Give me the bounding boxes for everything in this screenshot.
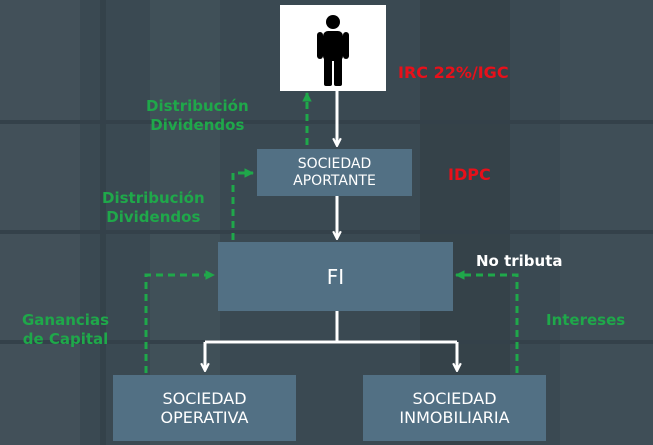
irc-label: IRC 22%/IGC	[398, 63, 509, 82]
idpc-label: IDPC	[448, 165, 491, 184]
fi-label: FI	[326, 264, 345, 289]
ganancias-line2: de Capital	[22, 329, 109, 348]
sociedad-aportante-box: SOCIEDAD APORTANTE	[257, 149, 412, 196]
sociedad-operativa-line2: OPERATIVA	[160, 408, 249, 427]
fi-box: FI	[218, 242, 453, 311]
no-tributa-label: No tributa	[476, 252, 563, 270]
sociedad-operativa-box: SOCIEDAD OPERATIVA	[113, 375, 296, 441]
person-icon	[317, 15, 349, 86]
sociedad-aportante-line1: SOCIEDAD	[297, 155, 372, 172]
sociedad-aportante-line2: APORTANTE	[293, 172, 376, 189]
distribucion-mid-line1: Distribución	[102, 189, 205, 207]
sociedad-inmobiliaria-line2: INMOBILIARIA	[399, 408, 510, 427]
arrow-dividendos-to-aportante	[231, 168, 254, 240]
arrow-intereses-to-fi	[455, 270, 519, 373]
distribucion-dividendos-top-label: Distribución Dividendos	[146, 97, 249, 135]
person-box	[280, 5, 386, 91]
distribucion-dividendos-mid-label: Distribución Dividendos	[102, 189, 205, 227]
arrow-ganancias-to-fi	[144, 270, 215, 373]
ganancias-de-capital-label: Ganancias de Capital	[22, 311, 109, 349]
intereses-label: Intereses	[546, 311, 626, 329]
sociedad-inmobiliaria-box: SOCIEDAD INMOBILIARIA	[363, 375, 546, 441]
distribucion-top-line2: Dividendos	[150, 115, 245, 134]
distribucion-top-line1: Distribución	[146, 97, 249, 115]
sociedad-inmobiliaria-line1: SOCIEDAD	[412, 388, 497, 408]
sociedad-operativa-line1: SOCIEDAD	[162, 388, 247, 408]
distribucion-mid-line2: Dividendos	[106, 207, 201, 226]
ganancias-line1: Ganancias	[22, 311, 109, 329]
